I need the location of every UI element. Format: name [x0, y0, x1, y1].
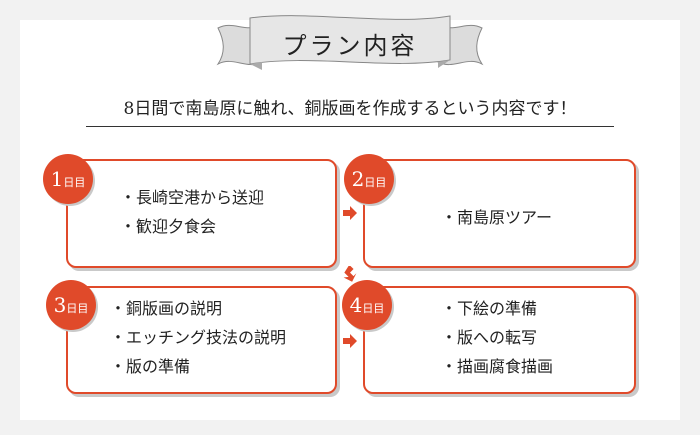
summary-underline [86, 126, 614, 127]
title-banner: プラン内容 [200, 8, 500, 78]
plan-summary: 8日間で南島原に触れ、銅版画を作成するという内容です！ [123, 99, 577, 119]
day-number: 4 [349, 293, 363, 317]
list-item: ・下絵の準備 [441, 299, 538, 318]
list-item: ・南島原ツアー [441, 208, 553, 227]
page-title: プラン内容 [282, 32, 418, 60]
list-item: ・版への転写 [441, 328, 538, 347]
list-item: ・長崎空港から送迎 [120, 188, 265, 207]
day-unit: 日目 [66, 301, 89, 315]
day-4-list: ・下絵の準備 ・版への転写 ・描画腐食描画 [441, 294, 553, 381]
day-unit: 日目 [63, 175, 86, 189]
day-unit: 日目 [364, 175, 387, 189]
day-number: 2 [351, 167, 365, 191]
arrow-right-icon [343, 334, 357, 348]
day-1-list: ・長崎空港から送迎 ・歓迎夕食会 [120, 183, 264, 241]
list-item: ・版の準備 [110, 357, 191, 376]
arrow-right-icon [343, 206, 357, 220]
list-item: ・エッチング技法の説明 [110, 328, 287, 347]
day-3-list: ・銅版画の説明 ・エッチング技法の説明 ・版の準備 [110, 294, 286, 381]
arrow-down-left-icon [343, 266, 357, 282]
scroll-ribbon-icon [216, 15, 484, 70]
day-2-card: ・南島原ツアー [363, 159, 636, 268]
day-number: 3 [53, 293, 67, 317]
list-item: ・銅版画の説明 [110, 299, 223, 318]
day-1-card: ・長崎空港から送迎 ・歓迎夕食会 [66, 159, 337, 268]
list-item: ・描画腐食描画 [441, 357, 554, 376]
day-4-card: ・下絵の準備 ・版への転写 ・描画腐食描画 [363, 286, 636, 394]
day-number: 1 [50, 167, 64, 191]
list-item: ・歓迎夕食会 [120, 217, 217, 236]
day-unit: 日目 [362, 301, 385, 315]
day-3-card: ・銅版画の説明 ・エッチング技法の説明 ・版の準備 [66, 286, 337, 394]
day-2-list: ・南島原ツアー [441, 203, 552, 232]
